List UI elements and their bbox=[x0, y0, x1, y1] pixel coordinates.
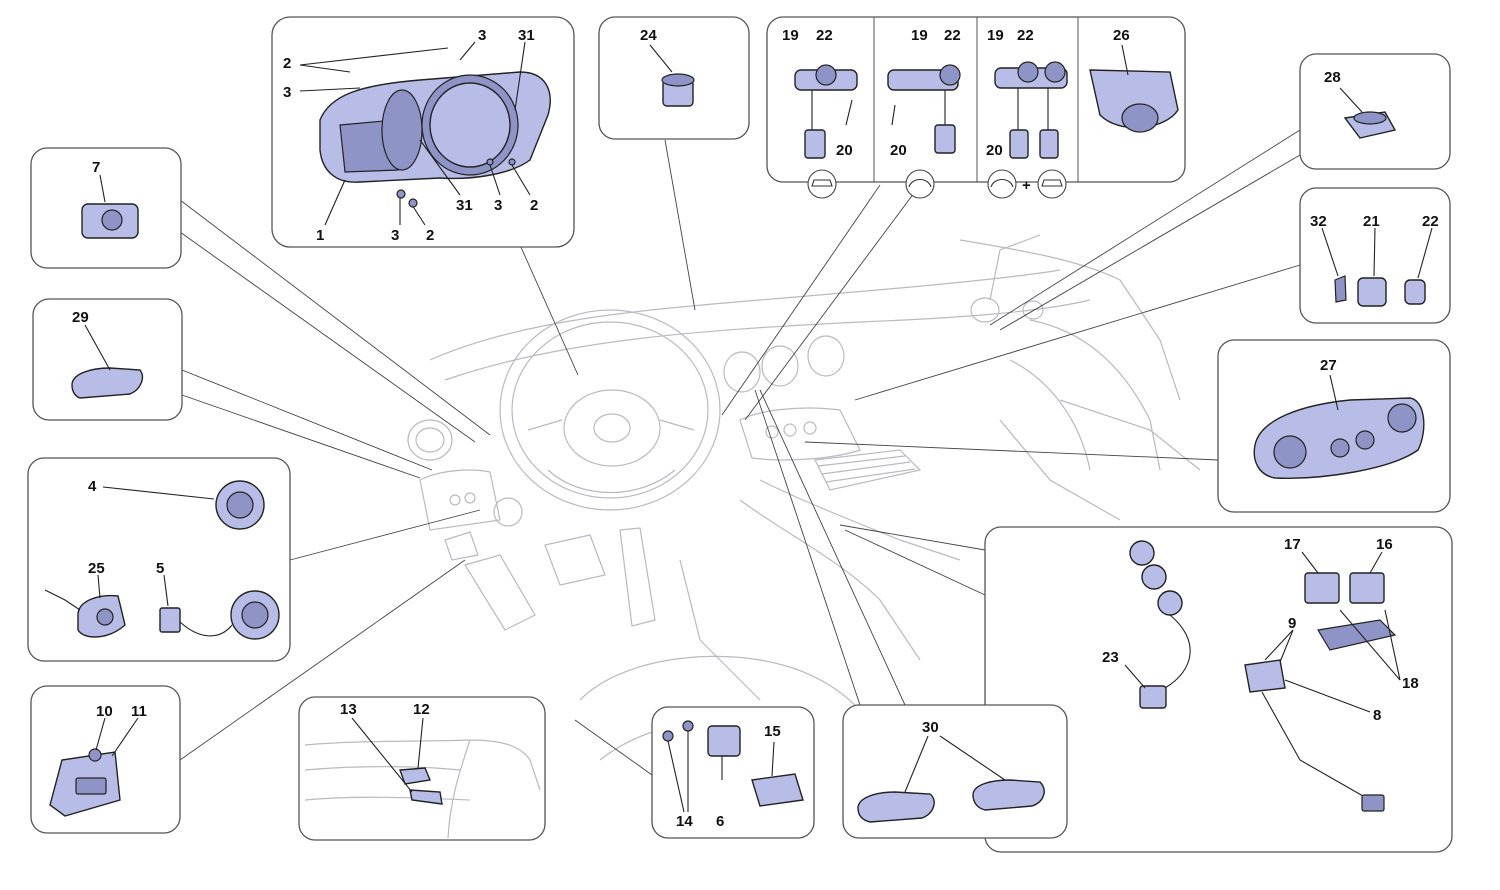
label-19: 19 bbox=[911, 27, 928, 44]
label-14: 14 bbox=[676, 813, 693, 830]
label-32: 32 bbox=[1310, 213, 1327, 230]
label-27: 27 bbox=[1320, 357, 1337, 374]
box-parts-14-6-15: 14 6 15 bbox=[651, 706, 815, 839]
box-parts-13-12: 13 12 bbox=[298, 696, 546, 841]
label-6: 6 bbox=[716, 813, 724, 830]
label-9: 9 bbox=[1288, 615, 1296, 632]
label-19: 19 bbox=[782, 27, 799, 44]
label-3: 3 bbox=[283, 84, 291, 101]
label-22: 22 bbox=[944, 27, 961, 44]
label-8: 8 bbox=[1373, 707, 1381, 724]
coupe-symbol bbox=[807, 169, 837, 199]
box-parts-4-25-5: 4 25 5 bbox=[27, 457, 291, 662]
label-28: 28 bbox=[1324, 69, 1341, 86]
box-part-7: 7 bbox=[30, 147, 182, 269]
label-21: 21 bbox=[1363, 213, 1380, 230]
label-3: 3 bbox=[391, 227, 399, 244]
label-25: 25 bbox=[88, 560, 105, 577]
label-15: 15 bbox=[764, 723, 781, 740]
label-17: 17 bbox=[1284, 536, 1301, 553]
label-11: 11 bbox=[131, 703, 147, 720]
label-29: 29 bbox=[72, 309, 89, 326]
label-23: 23 bbox=[1102, 649, 1119, 666]
label-30: 30 bbox=[922, 719, 939, 736]
label-2: 2 bbox=[426, 227, 434, 244]
label-22: 22 bbox=[1017, 27, 1034, 44]
car-interior-sketch bbox=[407, 234, 1201, 761]
convertible-plus-coupe-symbol: + bbox=[987, 169, 1067, 199]
label-18: 18 bbox=[1402, 675, 1419, 692]
box-parts-10-11: 10 11 bbox=[30, 685, 181, 834]
box-part-29: 29 bbox=[32, 298, 183, 421]
convertible-symbol bbox=[905, 169, 935, 199]
label-22: 22 bbox=[1422, 213, 1439, 230]
label-31: 31 bbox=[518, 27, 535, 44]
plus-sign: + bbox=[1022, 177, 1031, 194]
label-22: 22 bbox=[816, 27, 833, 44]
label-10: 10 bbox=[96, 703, 113, 720]
box-steering-column-switches: 19 22 20 19 22 20 19 22 20 26 bbox=[766, 16, 1186, 199]
label-2: 2 bbox=[530, 197, 538, 214]
label-7: 7 bbox=[92, 159, 100, 176]
box-part-24: 24 bbox=[598, 16, 750, 140]
label-20: 20 bbox=[986, 142, 1003, 159]
label-31: 31 bbox=[456, 197, 473, 214]
label-3: 3 bbox=[478, 27, 486, 44]
label-16: 16 bbox=[1376, 536, 1393, 553]
label-12: 12 bbox=[413, 701, 430, 718]
label-19: 19 bbox=[987, 27, 1004, 44]
box-parts-32-21-22: 32 21 22 bbox=[1299, 187, 1451, 324]
label-2: 2 bbox=[283, 55, 291, 72]
label-1: 1 bbox=[316, 227, 324, 244]
label-13: 13 bbox=[340, 701, 357, 718]
label-24: 24 bbox=[640, 27, 657, 44]
label-5: 5 bbox=[156, 560, 164, 577]
label-20: 20 bbox=[890, 142, 907, 159]
label-4: 4 bbox=[88, 478, 97, 495]
label-3: 3 bbox=[494, 197, 502, 214]
callout-lines bbox=[179, 129, 1301, 776]
box-usb-ports: 23 17 16 9 18 8 bbox=[984, 526, 1453, 853]
box-part-27: 27 bbox=[1217, 339, 1451, 513]
box-part-28: 28 bbox=[1299, 53, 1451, 170]
label-26: 26 bbox=[1113, 27, 1130, 44]
box-part-30: 30 bbox=[842, 704, 1068, 839]
box-instrument-cluster: 2 3 3 31 31 3 2 1 3 2 bbox=[271, 16, 575, 248]
label-20: 20 bbox=[836, 142, 853, 159]
